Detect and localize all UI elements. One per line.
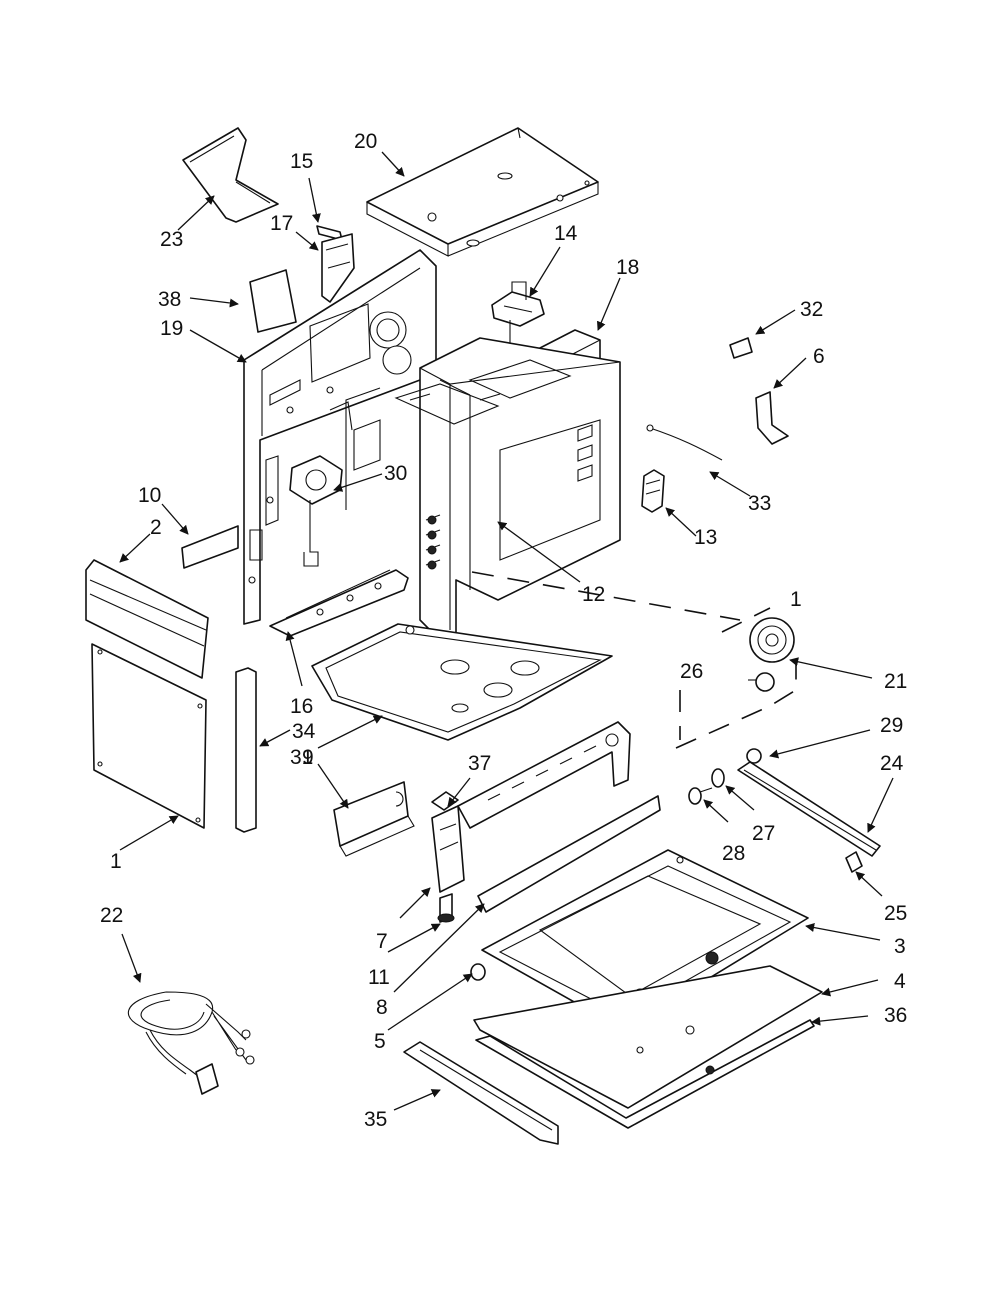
part-17-bracket bbox=[321, 233, 355, 303]
assembly-guide-line bbox=[471, 571, 741, 621]
callout-18: 18 bbox=[616, 256, 639, 279]
callout-8: 8 bbox=[376, 996, 388, 1019]
part-33-wire-sensor bbox=[646, 424, 723, 461]
callout-26: 26 bbox=[680, 660, 703, 683]
part-25-screw bbox=[845, 851, 863, 873]
callout-29: 29 bbox=[880, 714, 903, 737]
callout-27: 27 bbox=[752, 822, 775, 845]
part-27-washer bbox=[711, 768, 725, 788]
callout-35: 35 bbox=[364, 1108, 387, 1131]
part-9-oven-bottom bbox=[311, 623, 613, 741]
part-16-element-bracket bbox=[269, 569, 409, 637]
callout-17: 17 bbox=[270, 212, 293, 235]
part-26-knob-cap bbox=[748, 672, 775, 692]
callout-31: 31 bbox=[290, 746, 313, 769]
callout-3: 3 bbox=[894, 935, 906, 958]
part-13-bracket bbox=[641, 469, 665, 513]
callout-5: 5 bbox=[374, 1030, 386, 1053]
oven-chassis-frame bbox=[345, 337, 621, 641]
part-11-leveling-leg bbox=[437, 893, 455, 923]
part-22-power-cord bbox=[127, 991, 255, 1095]
front-brace-slotted bbox=[457, 721, 631, 829]
part-5-bumper bbox=[470, 963, 486, 981]
part-32-clip bbox=[729, 337, 753, 359]
callout-6: 6 bbox=[813, 345, 825, 368]
callout-11: 11 bbox=[368, 966, 390, 989]
callout-2: 2 bbox=[150, 516, 162, 539]
callout-38: 38 bbox=[158, 288, 181, 311]
part-14-vent-assembly bbox=[491, 281, 545, 410]
callout-32: 32 bbox=[800, 298, 823, 321]
part-1-side-panel bbox=[91, 643, 207, 829]
callout-23: 23 bbox=[160, 228, 183, 251]
callout-12: 12 bbox=[582, 583, 605, 606]
callout-33: 33 bbox=[748, 492, 771, 515]
assembly-boundary-bottom bbox=[675, 664, 797, 749]
part-2-front-trim bbox=[85, 559, 209, 679]
callout-14: 14 bbox=[554, 222, 578, 245]
callout-1-right: 1 bbox=[790, 588, 802, 611]
part-28-bolt bbox=[688, 787, 713, 805]
callout-34: 34 bbox=[292, 720, 316, 743]
callout-1-left: 1 bbox=[110, 850, 122, 873]
part-34-trim-strip bbox=[235, 667, 257, 833]
callout-22: 22 bbox=[100, 904, 123, 927]
callout-4: 4 bbox=[894, 970, 906, 993]
callout-24: 24 bbox=[880, 752, 904, 775]
part-37-tab bbox=[431, 791, 459, 811]
callout-15: 15 bbox=[290, 150, 313, 173]
assembly-boundary-top bbox=[721, 607, 771, 633]
part-10-insulation-strip bbox=[181, 525, 239, 569]
callout-19: 19 bbox=[160, 317, 183, 340]
callout-21: 21 bbox=[884, 670, 907, 693]
leader-lines bbox=[119, 151, 894, 1111]
part-30-convection-fan bbox=[289, 455, 343, 567]
part-19-rear-panel bbox=[243, 249, 437, 625]
part-20-top-cover bbox=[366, 127, 599, 257]
part-36-drawer-rail bbox=[475, 1019, 815, 1129]
callout-25: 25 bbox=[884, 902, 907, 925]
callout-16: 16 bbox=[290, 695, 313, 718]
callout-10: 10 bbox=[138, 484, 161, 507]
callout-37: 37 bbox=[468, 752, 491, 775]
part-7-leveling-bracket bbox=[431, 805, 465, 893]
part-35-base-brace bbox=[403, 1041, 559, 1145]
callout-28: 28 bbox=[722, 842, 745, 865]
callout-13: 13 bbox=[694, 526, 717, 549]
callout-9: 9 bbox=[302, 746, 314, 769]
part-29-nut bbox=[746, 748, 762, 764]
part-38-label bbox=[249, 269, 297, 333]
part-24-rail bbox=[737, 761, 881, 857]
callout-labels: 15 20 17 14 18 23 38 19 32 6 30 33 10 2 … bbox=[100, 130, 907, 1131]
callout-36: 36 bbox=[884, 1004, 907, 1027]
part-21-thermostat-knob bbox=[749, 617, 795, 663]
part-23-trim-bracket bbox=[182, 127, 279, 223]
part-6-angle-bracket bbox=[755, 391, 789, 445]
callout-30: 30 bbox=[384, 462, 407, 485]
part-31-mount-bracket bbox=[333, 781, 415, 857]
callout-7: 7 bbox=[376, 930, 388, 953]
callout-20: 20 bbox=[354, 130, 377, 153]
